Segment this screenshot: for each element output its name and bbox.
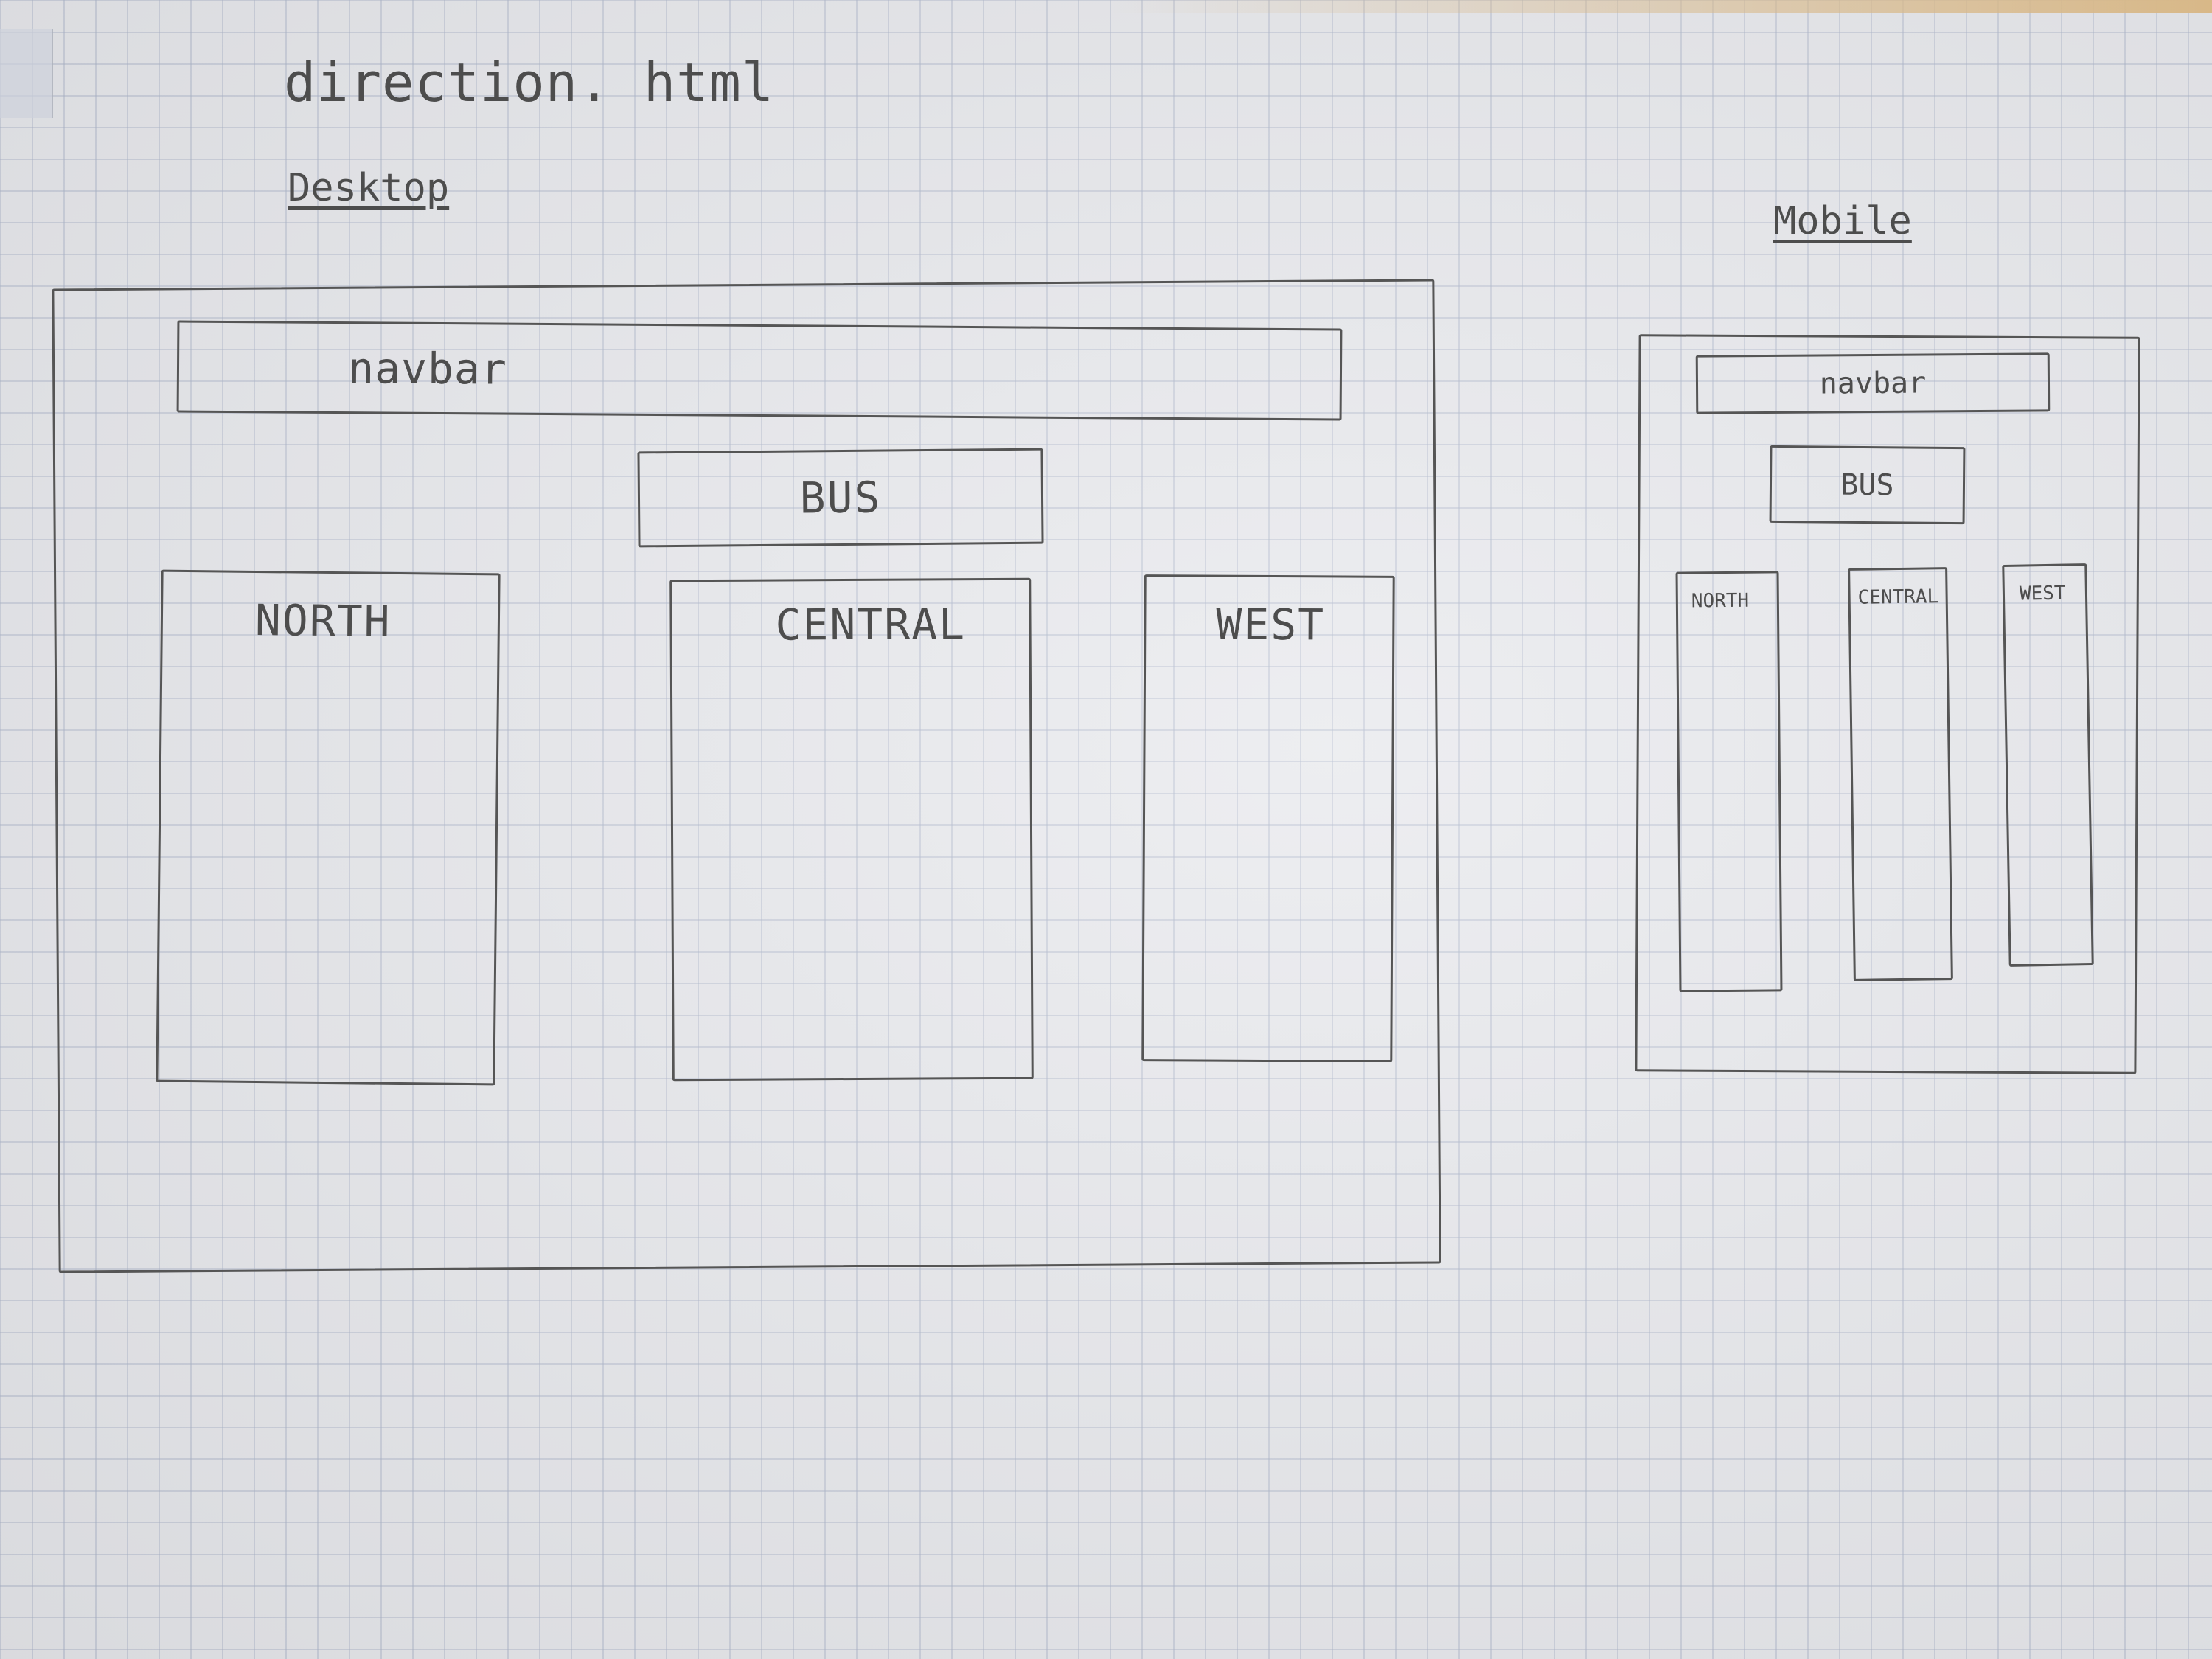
mobile-column-west: WEST [2002,563,2094,967]
mobile-column-central: CENTRAL [1848,567,1953,981]
paper-tab [0,29,53,118]
desktop-column-west-label: WEST [1216,599,1326,650]
desktop-column-central-label: CENTRAL [775,599,967,650]
desktop-heading: Desktop [288,166,450,210]
desktop-column-west: WEST [1141,574,1395,1062]
mobile-bus-label: BUS [1840,467,1894,502]
desktop-navbar: navbar [176,320,1343,421]
desk-edge [1106,0,2212,13]
mobile-navbar-label: navbar [1819,366,1927,401]
mobile-heading: Mobile [1773,199,1912,243]
desktop-navbar-label: navbar [348,342,507,394]
mobile-column-west-label: WEST [2019,582,2066,605]
desktop-column-north-label: NORTH [254,594,392,647]
mobile-navbar: navbar [1695,352,2051,414]
desktop-column-central: CENTRAL [669,577,1034,1082]
desktop-bus-box: BUS [637,448,1044,548]
mobile-column-central-label: CENTRAL [1857,585,1939,609]
desktop-column-north: NORTH [156,569,501,1086]
mobile-bus-box: BUS [1769,445,1966,525]
mobile-column-north: NORTH [1675,571,1783,992]
desktop-bus-label: BUS [799,472,882,524]
mobile-column-north-label: NORTH [1691,589,1750,613]
page-title: direction. html [284,52,775,114]
